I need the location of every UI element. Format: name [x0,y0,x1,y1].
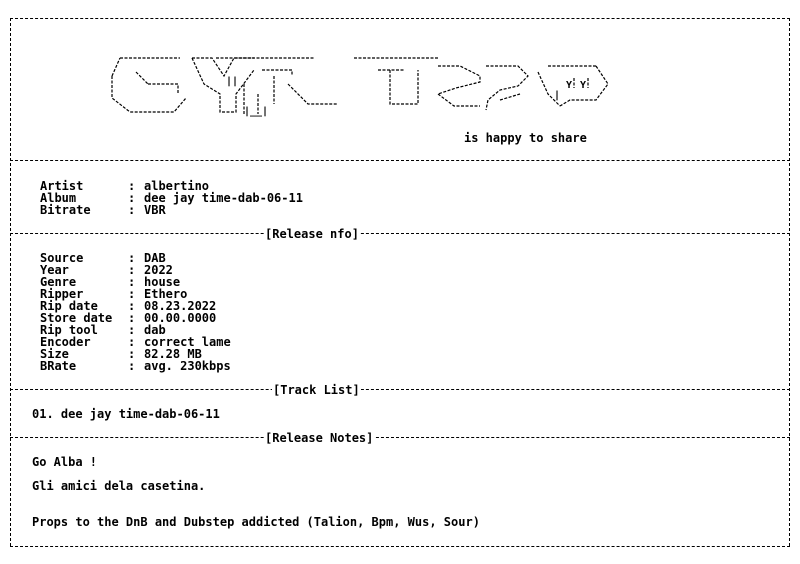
info-colon: : [128,335,136,349]
summary-value: albertino [144,179,210,193]
info-label: Rip tool [40,323,98,337]
info-value: dab [144,323,166,337]
info-label: Genre [40,275,77,289]
svg-text:Y: Y [566,80,572,91]
info-label: Ripper [40,287,84,301]
release-notes-heading: [Release Notes] [264,431,375,445]
svg-text:||: || [226,76,238,87]
info-value: avg. 230kbps [144,359,231,373]
tagline: is happy to share [464,131,587,145]
info-label: Year [40,263,69,277]
summary-value: dee jay time-dab-06-11 [144,191,303,205]
note-line: Go Alba ! [32,455,98,469]
info-colon: : [128,359,136,373]
right-border [789,18,790,546]
info-value: DAB [144,251,166,265]
info-value: 08.23.2022 [144,299,217,313]
info-label: Source [40,251,84,265]
info-colon: : [128,251,136,265]
info-value: 2022 [144,263,173,277]
info-value: 00.00.0000 [144,311,217,325]
release-info-heading: [Release nfo] [264,227,360,241]
svg-text:|: | [554,90,560,101]
summary-label: Artist [40,179,84,193]
info-label: Encoder [40,335,91,349]
info-value: Ethero [144,287,188,301]
info-colon: : [128,347,136,361]
info-label: Size [40,347,69,361]
note-line: Props to the DnB and Dubstep addicted (T… [32,515,480,529]
left-border [10,18,11,546]
info-label: BRate [40,359,77,373]
svg-text:Y: Y [580,80,586,91]
top-border [10,18,790,19]
info-colon: : [128,287,136,301]
note-line: Gli amici dela casetina. [32,479,206,493]
track-list-separator [10,389,790,390]
svg-text:|__|: |__| [244,106,268,117]
header-separator [10,160,790,161]
summary-label: Album [40,191,77,205]
info-value: house [144,275,181,289]
summary-value: VBR [144,203,166,217]
info-colon: : [128,323,136,337]
info-colon: : [128,299,136,313]
release-info-separator [10,233,790,234]
release-notes-separator [10,437,790,438]
bottom-border [10,546,790,547]
info-label: Store date [40,311,113,325]
summary-colon: : [128,179,136,193]
info-value: 82.28 MB [144,347,202,361]
team-logo-art: || Y Y | |__| [111,57,609,117]
summary-colon: : [128,203,136,217]
info-colon: : [128,275,136,289]
track-list-heading: [Track List] [272,383,361,397]
summary-colon: : [128,191,136,205]
summary-label: Bitrate [40,203,91,217]
track-item: 01. dee jay time-dab-06-11 [32,407,220,421]
info-value: correct lame [144,335,231,349]
info-colon: : [128,263,136,277]
info-label: Rip date [40,299,98,313]
info-colon: : [128,311,136,325]
